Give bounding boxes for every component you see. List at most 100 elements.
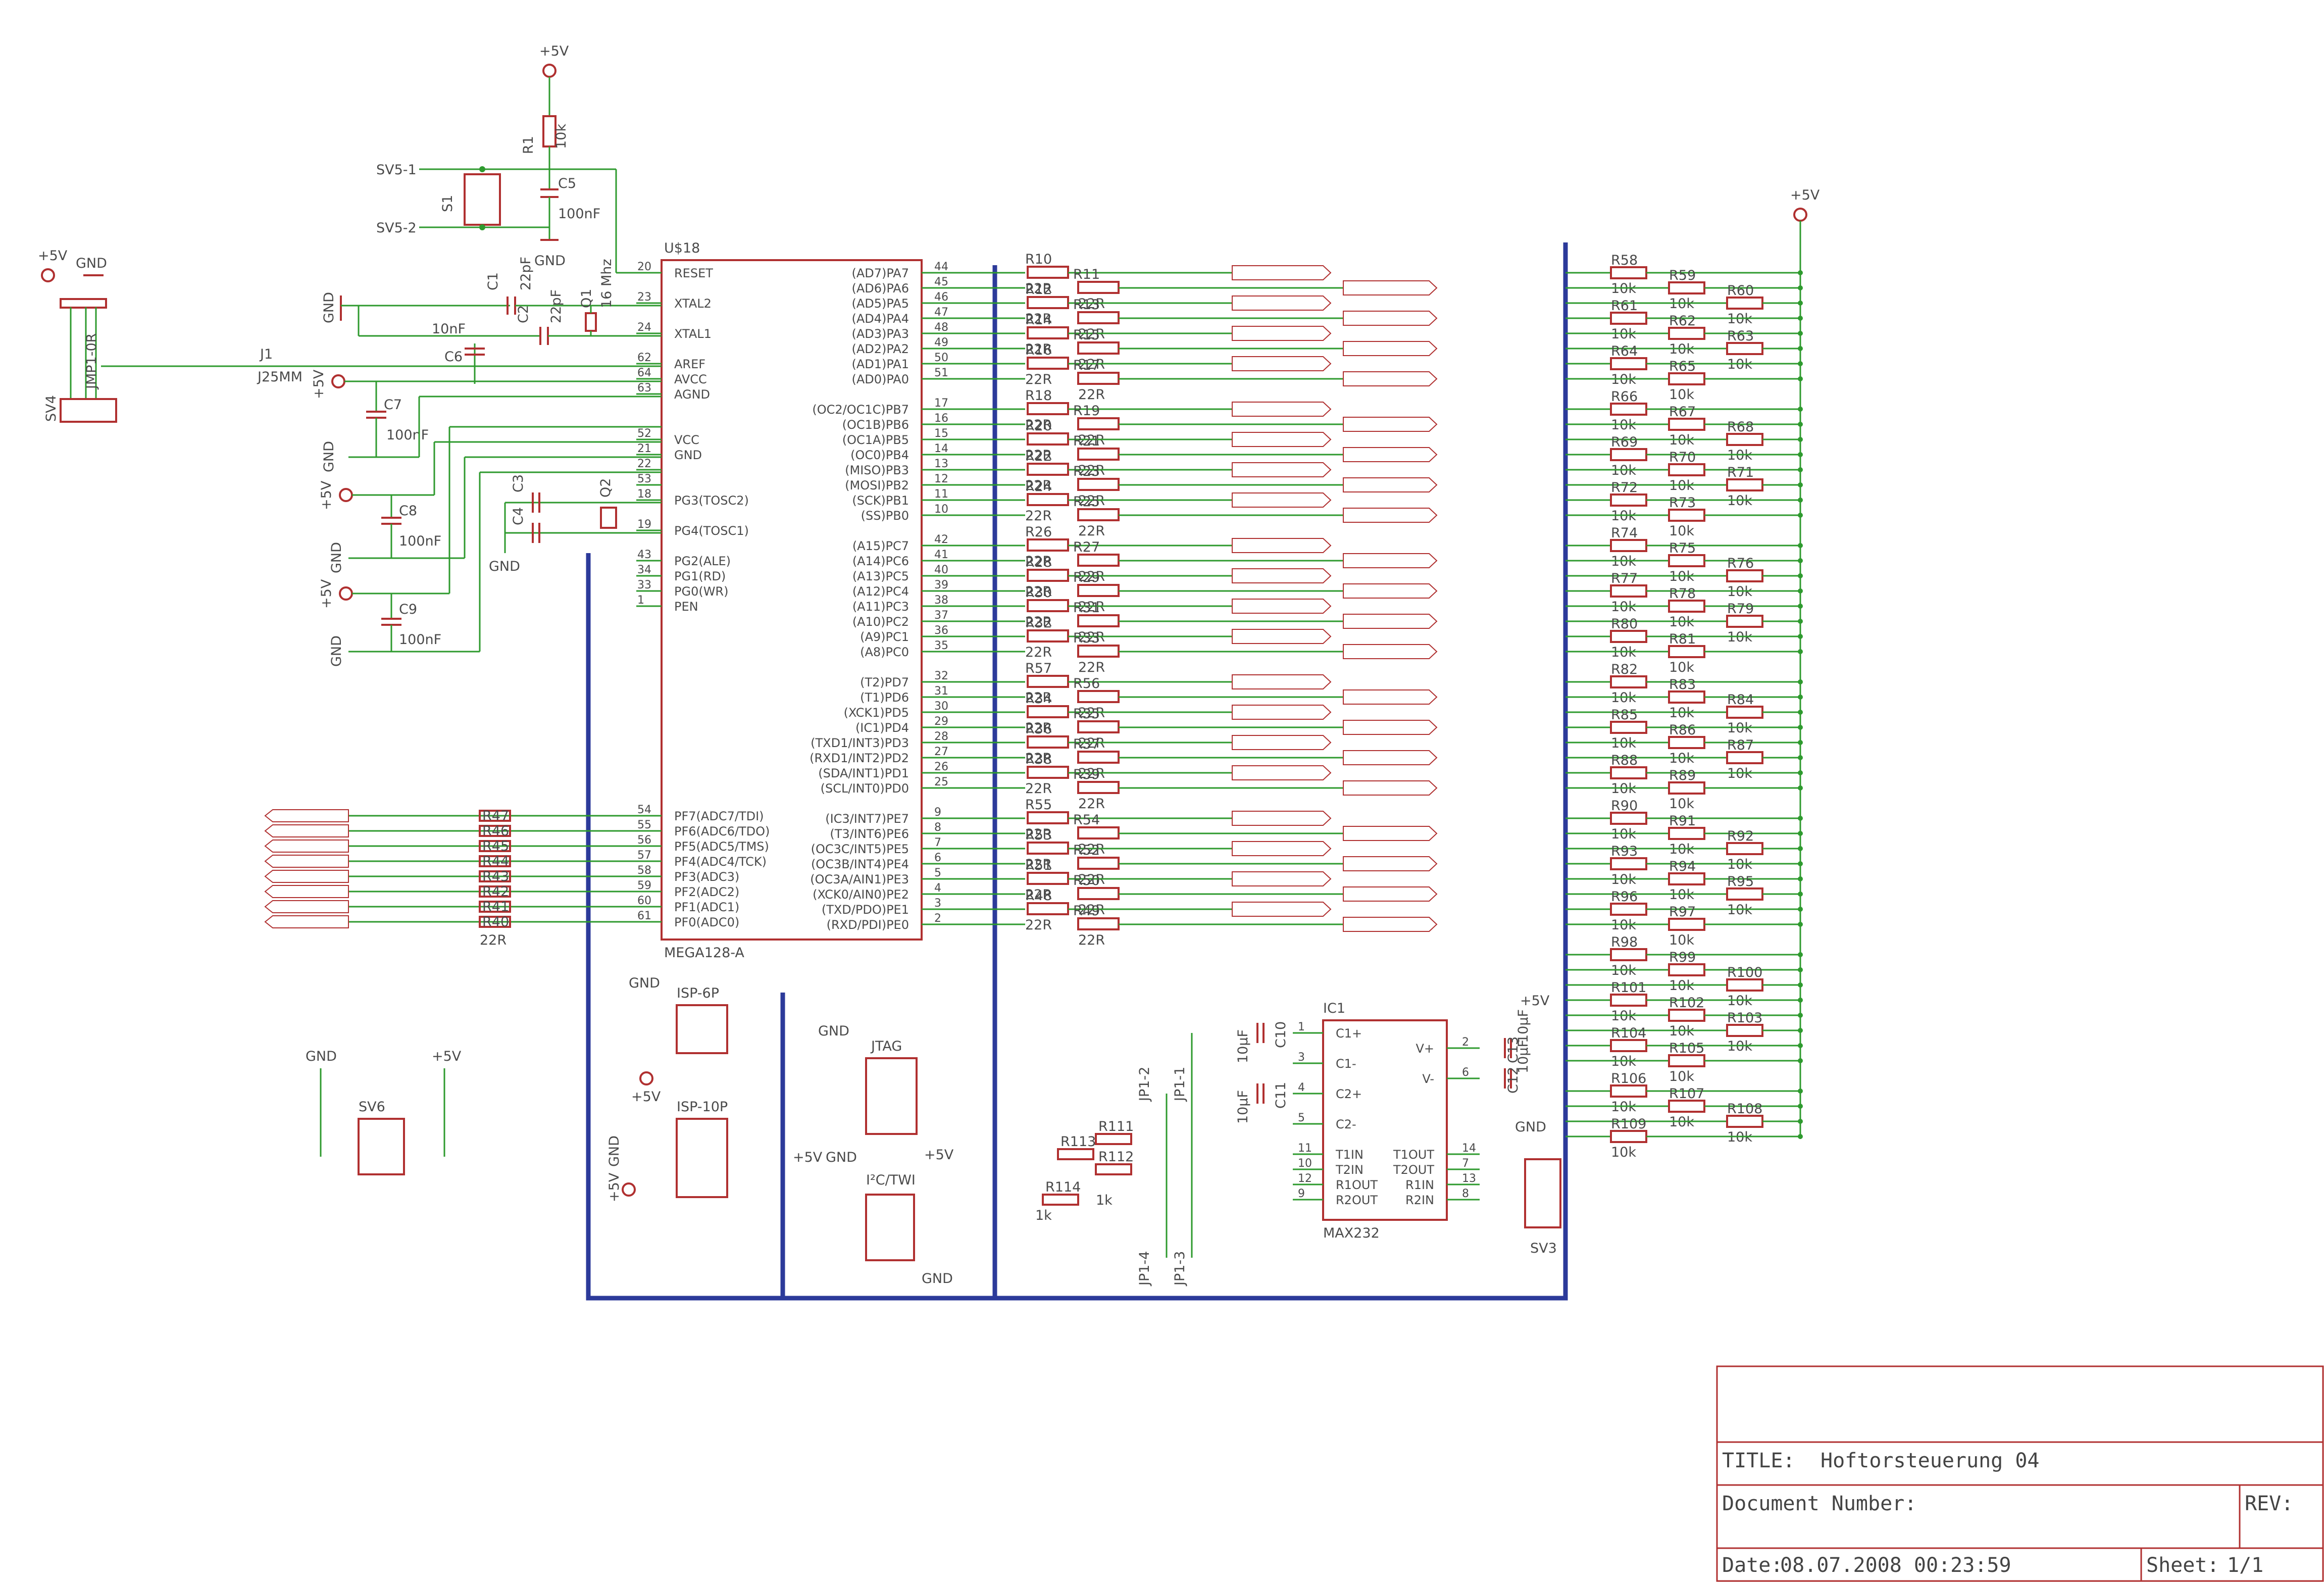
mcu-pin-num: 3: [934, 897, 941, 910]
resistor-value: 22R: [1025, 554, 1052, 569]
pullup-resistor: [1668, 327, 1705, 340]
net-flag: [1343, 750, 1438, 765]
resistor: [479, 916, 511, 928]
mcu-pin-num: 29: [934, 715, 948, 728]
pullup-supply-label: +5V: [1790, 187, 1820, 203]
max232-pin-num: 11: [1298, 1142, 1312, 1155]
jtag-supply: +5V: [793, 1150, 823, 1165]
net-flag: [1232, 295, 1332, 311]
net-flag: [1343, 280, 1438, 295]
pullup-resistor: [1668, 372, 1705, 385]
c4-label: C4: [511, 507, 526, 525]
j1-value: J25MM: [257, 369, 302, 385]
resistor: [1077, 826, 1120, 839]
mcu-pin-num: 11: [934, 488, 948, 501]
pullup-label: R94: [1669, 859, 1696, 874]
mcu-pin-name: (OC3C/INT5)PE5: [811, 842, 909, 856]
mcu-pin-num: 60: [637, 895, 651, 907]
resistor-label: R52: [1073, 843, 1100, 858]
pullup-label: R72: [1611, 480, 1638, 496]
net-flag: [1232, 871, 1332, 886]
resistor-label: R15: [1073, 327, 1100, 343]
resistor-label: R26: [1025, 524, 1052, 540]
max232-pin-name: C2-: [1336, 1117, 1356, 1131]
pullup-label: R80: [1611, 616, 1638, 632]
resistor: [1077, 554, 1120, 567]
mcu-pin-name: (IC3/INT7)PE7: [825, 812, 909, 826]
c2-value: 22pF: [548, 289, 564, 323]
mcu-value: MEGA128-A: [664, 945, 744, 961]
resistor: [479, 840, 511, 852]
pullup-label: R86: [1669, 722, 1696, 738]
resistor-value: 22R: [1025, 281, 1052, 296]
sv4-label: SV4: [43, 395, 59, 422]
pullup-label: R88: [1611, 753, 1638, 768]
resistor-value: 22R: [1025, 645, 1052, 660]
cap-value: 10µF: [1515, 1040, 1531, 1073]
resistor: [1027, 463, 1069, 476]
c3-label: C3: [511, 474, 526, 492]
power-gnd-1: GND: [321, 441, 337, 472]
pullup-label: R103: [1727, 1010, 1762, 1026]
resistor: [479, 870, 511, 882]
mcu-pin-name: (A12)PC4: [852, 584, 909, 599]
resistor-value: 22R: [1025, 826, 1052, 842]
mcu-pin-name: XTAL1: [674, 327, 712, 341]
max232-pin-num: 12: [1298, 1172, 1312, 1185]
max232-resistor-label: R113: [1060, 1134, 1096, 1150]
pullup-resistor: [1668, 827, 1705, 840]
pullup-resistor: [1610, 493, 1647, 507]
isp6-label: ISP-6P: [677, 985, 719, 1001]
resistor: [1077, 720, 1120, 733]
pullup-resistor: [1668, 1054, 1705, 1067]
net-flag: [1343, 553, 1438, 568]
c7-label: C7: [384, 397, 402, 413]
mcu-pin-num: 8: [934, 821, 941, 834]
docnum-label: Document Number:: [1722, 1492, 1916, 1515]
resistor: [1077, 584, 1120, 597]
resistor-label: R29: [1073, 570, 1100, 585]
max232-parts: C1010µFC1110µFC1310µFC1210µFR113R111R114…: [1035, 993, 1550, 1287]
resistor: [1077, 508, 1120, 521]
net-flag: [1343, 508, 1438, 523]
c8-label: C8: [399, 503, 417, 519]
pullup-resistor: [1610, 403, 1647, 416]
pullup-resistor: [1610, 812, 1647, 825]
resistor: [1027, 902, 1069, 915]
mcu-pin-num: 13: [934, 458, 948, 470]
resistor: [1027, 432, 1069, 446]
resistor-value: 22R: [1078, 796, 1105, 812]
pullup-resistor: [1668, 554, 1705, 567]
i2c-supply: +5V: [924, 1147, 954, 1163]
max232-pin-num: 3: [1298, 1051, 1305, 1064]
resistor-label: R32: [1025, 615, 1052, 631]
mcu-pin-num: 15: [934, 427, 948, 440]
resistor-value: 22R: [1025, 690, 1052, 706]
pullup-resistor: [1726, 342, 1763, 355]
mcu-pin-name: (A13)PC5: [852, 569, 909, 583]
mcu-pin-name: PF0(ADC0): [674, 915, 739, 929]
resistor-label: R38: [1025, 752, 1052, 767]
mcu-pin-name: (RXD1/INT2)PD2: [810, 751, 909, 765]
resistor-value: 22R: [1025, 508, 1052, 524]
mcu-pin-name: GND: [674, 448, 702, 462]
resistor: [1027, 811, 1069, 824]
net-flag: [264, 870, 349, 883]
pullup-label: R90: [1611, 798, 1638, 814]
net-flag: [1343, 447, 1438, 462]
pullup-supply: +5V: [1790, 187, 1820, 1139]
mcu-pin-num: 49: [934, 336, 948, 349]
net-flag: [1343, 417, 1438, 432]
sv6-label: SV6: [359, 1099, 385, 1115]
resistor: [1077, 478, 1120, 491]
cap-label: C11: [1273, 1082, 1289, 1109]
max232-ic: IC1: [1323, 1001, 1345, 1016]
mcu-pin-name: (T1)PD6: [860, 690, 909, 705]
mcu-pin-name: (OC3A/AIN1)PE3: [810, 872, 909, 886]
isp6-gnd: GND: [629, 975, 660, 991]
resistor: [1027, 766, 1069, 779]
mcu-pin-num: 39: [934, 579, 948, 591]
mcu-pin-num: 61: [637, 910, 651, 922]
net-flag: [1232, 462, 1332, 477]
resistor: [1077, 341, 1120, 355]
